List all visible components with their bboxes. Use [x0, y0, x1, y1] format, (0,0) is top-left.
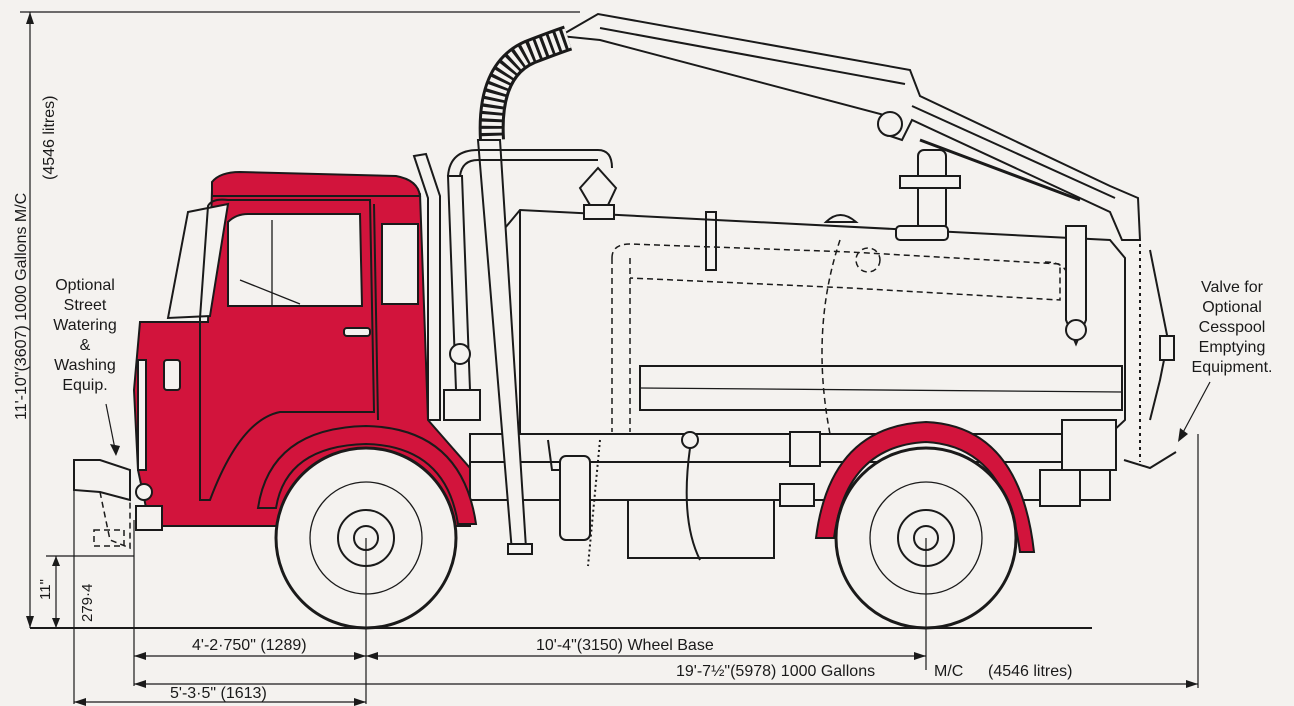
overall-height-label: 11'-10"(3607) 1000 Gallons M/C	[13, 192, 30, 420]
bumper-to-axle-label: 5'-3·5" (1613)	[170, 685, 267, 702]
height-11in-label: 11"	[37, 579, 54, 600]
equip-line-2: Street	[63, 297, 107, 314]
equip-line-5: Washing	[54, 357, 116, 374]
equip-line-6: Equip.	[62, 377, 108, 394]
front-to-axle-label: 4'-2·750" (1289)	[192, 637, 307, 654]
equip-line-4: &	[79, 337, 91, 354]
suction-boom	[556, 12, 1177, 470]
exhaust-stack	[412, 152, 441, 421]
valve-line-5: Equipment.	[1191, 359, 1273, 376]
wheel-base-label: 10'-4"(3150) Wheel Base	[536, 637, 714, 654]
valve-line-2: Optional	[1202, 299, 1262, 316]
valve-label: Valve for Optional Cesspool Emptying Equ…	[1176, 278, 1288, 378]
rear-wheel-arch	[814, 420, 1036, 553]
dimension-lines	[20, 11, 1199, 706]
flexible-hose	[443, 25, 613, 555]
valve-line-3: Cesspool	[1198, 319, 1266, 336]
valve-line-1: Valve for	[1201, 279, 1263, 296]
front-wheel-arch	[256, 424, 478, 525]
equipment-label: Optional Street Watering & Washing Equip…	[30, 276, 140, 396]
tank	[504, 166, 1126, 435]
watering-equipment	[73, 459, 131, 550]
overall-length-mc: M/C	[934, 663, 964, 680]
height-279-label: 279·4	[79, 583, 96, 622]
overall-height-litres: (4546 litres)	[41, 95, 58, 180]
valve-line-4: Emptying	[1198, 339, 1266, 356]
overall-length-litres: (4546 litres)	[988, 663, 1073, 680]
valve-leader	[1179, 381, 1211, 439]
equip-line-3: Watering	[53, 317, 117, 334]
equip-line-1: Optional	[55, 277, 115, 294]
overall-length-label: 19'-7½"(5978) 1000 Gallons	[676, 663, 876, 680]
